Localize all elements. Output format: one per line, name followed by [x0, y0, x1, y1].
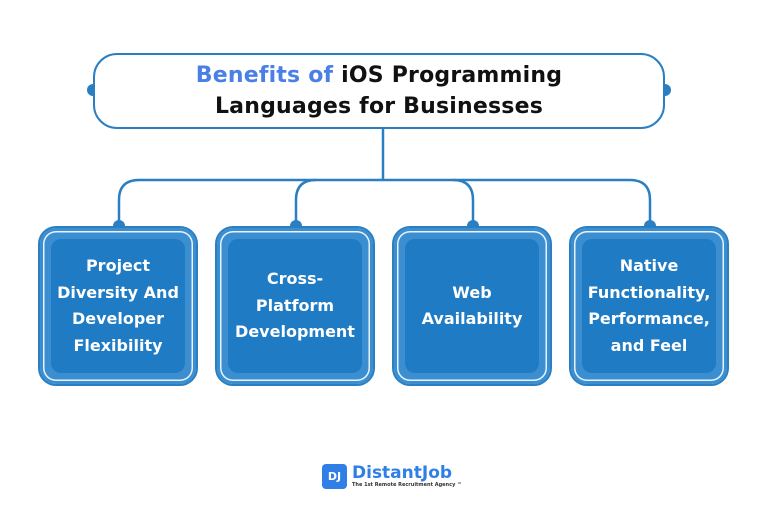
title-line-1: Benefits of iOS Programming	[196, 60, 562, 91]
card-label: Project Diversity And Developer Flexibil…	[57, 256, 179, 355]
title-rest: iOS Programming	[333, 63, 563, 88]
title-accent: Benefits of	[195, 63, 334, 88]
card-cross-platform: Cross-Platform Development	[215, 226, 375, 386]
card-label: Native Functionality, Performance, and F…	[587, 256, 711, 355]
distantjob-logo: DJ DistantJob The 1st Remote Recruitment…	[322, 464, 462, 489]
card-label: Cross-Platform Development	[235, 269, 355, 342]
card-project-diversity: Project Diversity And Developer Flexibil…	[38, 226, 198, 386]
logo-tagline: The 1st Remote Recruitment Agency ™	[352, 481, 463, 488]
title-line-2: Languages for Businesses	[214, 94, 544, 119]
logo-name: DistantJob	[352, 462, 453, 483]
title-box: Benefits of iOS Programming Languages fo…	[93, 53, 665, 129]
branch-line	[117, 178, 652, 226]
logo-mark: DJ	[322, 464, 347, 489]
branch-line-inner	[294, 178, 475, 226]
card-native-functionality: Native Functionality, Performance, and F…	[569, 226, 729, 386]
card-label: Web Availability	[421, 282, 523, 329]
card-web-availability: Web Availability	[392, 226, 552, 386]
